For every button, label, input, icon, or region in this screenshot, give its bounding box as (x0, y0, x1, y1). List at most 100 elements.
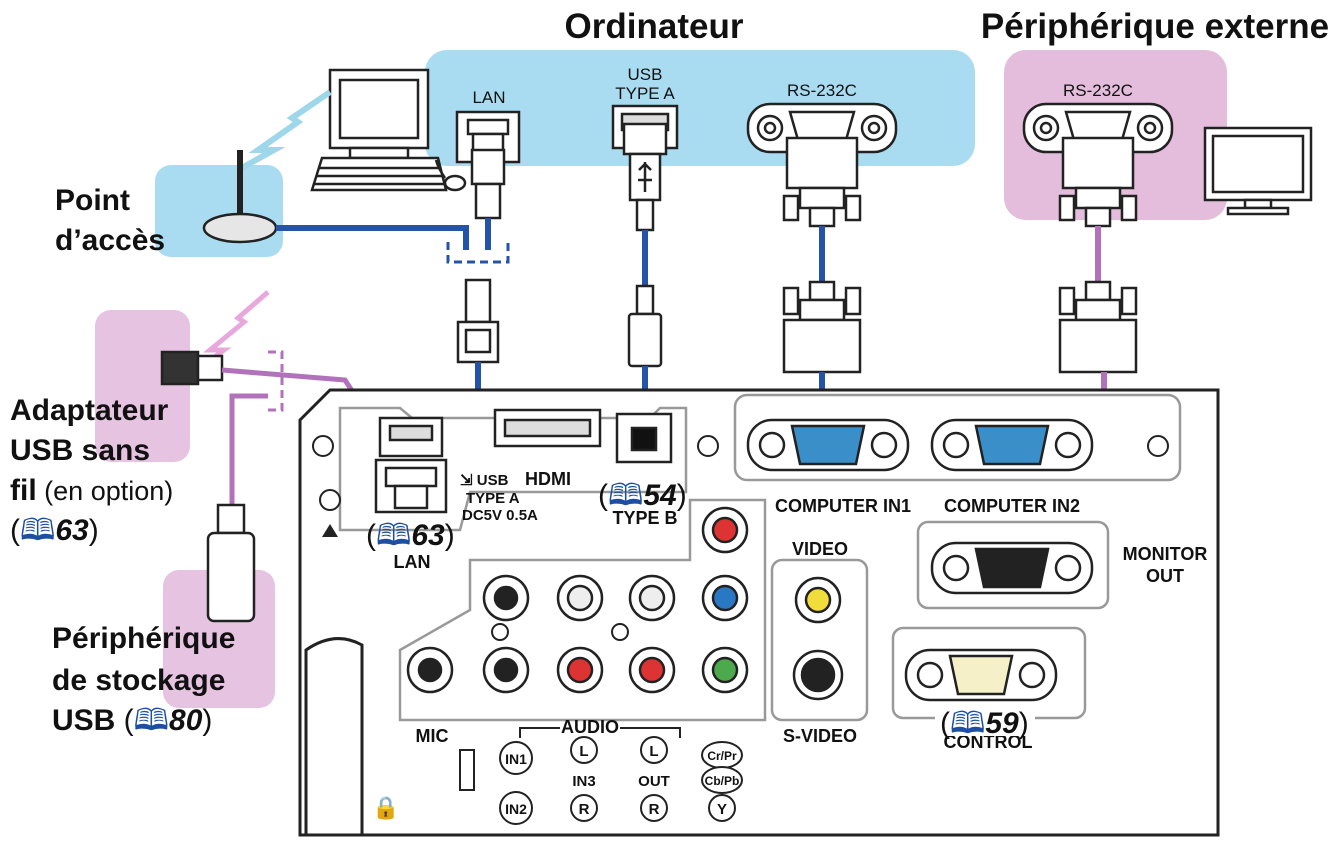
audio-bracket (519, 727, 681, 738)
audio-circles (499, 736, 743, 825)
panel-usb-a-label-1-text: USB (477, 472, 509, 489)
control-ref-backdrop (935, 708, 1035, 736)
control-ref: (🕮59) (940, 707, 1029, 740)
out-label: OUT (638, 773, 670, 790)
monitor-out-port (930, 541, 1094, 595)
in2-label: IN2 (505, 801, 527, 817)
audio-label: AUDIO (561, 717, 619, 737)
in3-l-label: L (579, 743, 588, 760)
book-icon: 🕮 (20, 514, 55, 547)
computer-header: Ordinateur (565, 7, 744, 46)
control-port (904, 648, 1058, 702)
usb-a-plug (622, 122, 668, 232)
book-icon: 🕮 (134, 704, 169, 737)
rs232-plug-top (782, 136, 862, 228)
external-rs232-port (1022, 102, 1174, 154)
panel-usb-b-label: TYPE B (612, 508, 677, 528)
book-icon: 🕮 (608, 479, 643, 512)
mic-label: MIC (416, 726, 449, 746)
pc-icon (310, 68, 467, 192)
y-label: Y (717, 801, 727, 818)
usb-b-ref-number: 54 (643, 479, 677, 512)
s-video-label: S-VIDEO (783, 726, 857, 746)
wireless-label-3-bold: fil (10, 474, 37, 507)
rca-jacks (406, 506, 844, 701)
pc-lan-label: LAN (472, 88, 505, 107)
panel-screws (312, 435, 1169, 641)
monitor-out-group (916, 520, 1110, 610)
ap-cable (276, 225, 469, 250)
computer-in2-port (930, 418, 1094, 472)
usb-b-ref: (🕮54) (598, 479, 687, 512)
wireless-signal-adapter (192, 290, 270, 375)
panel-usb-a-label-3: DC5V 0.5A (462, 507, 538, 524)
panel-usb-a-port (378, 416, 444, 458)
video-label: VIDEO (792, 539, 848, 559)
external-header: Périphérique externe (981, 7, 1329, 46)
slot-indicator (459, 749, 475, 791)
computer-in-group (733, 393, 1182, 482)
wireless-ref-number: 63 (55, 514, 89, 547)
access-point-zone (155, 165, 283, 257)
top-port-group (338, 406, 688, 532)
in1-label: IN1 (505, 751, 527, 767)
external-plug-bottom (1058, 280, 1138, 374)
wireless-adapter-icon (160, 350, 224, 386)
storage-label-2: de stockage (52, 664, 225, 697)
panel-hdmi-port (493, 408, 602, 448)
pc-rs232-label: RS-232C (787, 81, 857, 100)
computer-in1-label: COMPUTER IN1 (775, 496, 911, 516)
panel-usb-b-port (615, 412, 673, 464)
panel-lan-label: LAN (394, 552, 431, 572)
cr-pr-label: Cr/Pr (707, 749, 737, 763)
pc-usb-label-2: TYPE A (615, 84, 675, 103)
control-label: CONTROL (944, 732, 1033, 752)
in3-r-label: R (579, 801, 590, 818)
control-ref-number: 59 (985, 707, 1019, 740)
wireless-zone (95, 310, 190, 462)
panel-usb-a-label-2: TYPE A (466, 490, 520, 507)
book-icon: 🕮 (376, 519, 411, 552)
monitor-out-label-2: OUT (1146, 566, 1184, 586)
storage-cable (229, 393, 268, 508)
usb-b-plug (627, 284, 663, 368)
storage-label-1: Périphérique (52, 622, 235, 655)
external-rs232-label: RS-232C (1063, 81, 1133, 100)
monitor-out-label-1: MONITOR (1123, 544, 1208, 564)
video-group (770, 558, 869, 722)
lan-junction (446, 242, 510, 264)
panel-lan-port (374, 458, 448, 514)
usb-storage-icon (206, 503, 256, 623)
out-r-label: R (649, 801, 660, 818)
cb-pb-label: Cb/Pb (705, 774, 740, 788)
storage-label-3-text: USB (52, 704, 115, 737)
external-plug-top (1058, 136, 1138, 228)
audio-video-group (398, 498, 767, 722)
computer-in2-label: COMPUTER IN2 (944, 496, 1080, 516)
wireless-ref: (🕮63) (10, 514, 99, 547)
lan-ref-number: 63 (411, 519, 445, 552)
access-point-label-2: d’accès (55, 224, 165, 257)
triangle-mark (322, 524, 338, 537)
panel-hdmi-label: HDMI (525, 469, 571, 489)
access-point-icon (202, 150, 278, 244)
usb-junction (268, 350, 284, 412)
wireless-label-3: fil (en option) (10, 474, 173, 507)
wireless-label-3-normal: (en option) (37, 476, 174, 506)
panel-usb-a-label-1: ⇲ USB (460, 472, 509, 489)
storage-label-3: USB (🕮80) (52, 704, 212, 737)
antenna-housing (304, 637, 364, 837)
in3-label: IN3 (572, 773, 595, 790)
wireless-label-1: Adaptateur (10, 394, 169, 427)
wireless-label-2: USB sans (10, 434, 150, 467)
lan-plug-top (470, 148, 506, 220)
rs232-plug-bottom (782, 280, 862, 374)
wireless-signal-pc (236, 89, 332, 173)
access-point-label-1: Point (55, 184, 130, 217)
out-l-label: L (649, 743, 658, 760)
pc-usb-label-1: USB (628, 65, 663, 84)
lan-ref: (🕮63) (366, 519, 455, 552)
storage-ref-number: 80 (169, 704, 203, 737)
